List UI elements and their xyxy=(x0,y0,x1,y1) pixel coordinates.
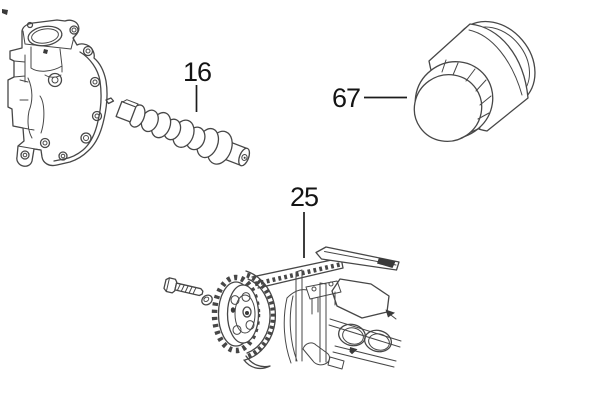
washer-inner xyxy=(203,296,210,303)
camshaft-drawing xyxy=(115,99,251,167)
camshaft-drive-end-top xyxy=(122,99,139,108)
filter-grip-facets xyxy=(441,29,523,139)
sprocket-center-dot xyxy=(245,311,249,315)
camshaft-end-hole-dot xyxy=(243,156,246,159)
cover-strip-hatch xyxy=(377,257,396,268)
belt-wrap-teeth xyxy=(245,272,276,360)
crankcase-drawing xyxy=(7,19,108,167)
sprocket-center-bore xyxy=(242,306,252,318)
callout-67-label: 67 xyxy=(332,83,360,113)
crankcase-detail-lines xyxy=(13,30,75,151)
cover-strip xyxy=(315,246,400,271)
camshaft-sprocket xyxy=(211,274,261,354)
sprocket-dark-hole xyxy=(230,307,236,313)
washer-outer xyxy=(201,294,213,306)
camshaft-bolt xyxy=(163,277,204,297)
gasket-face-octagon xyxy=(331,278,390,319)
oil-filter-drawing xyxy=(413,20,536,142)
belt-tail xyxy=(243,355,271,370)
callout-25: 25 xyxy=(290,182,319,258)
sprocket-hub xyxy=(234,294,256,334)
crankcase-port-mark xyxy=(43,49,48,54)
timing-belt xyxy=(243,257,344,370)
carb-flange-opening-inner xyxy=(31,28,59,44)
crankcase-bolt-holes xyxy=(20,21,103,161)
block-structure-lines xyxy=(283,269,402,370)
timing-belt-drive-drawing xyxy=(163,246,402,370)
camshaft-end-hole xyxy=(241,154,248,161)
crankcase-outline xyxy=(7,19,108,167)
page-corner-mark xyxy=(2,9,8,15)
engine-block-section xyxy=(283,246,402,370)
bolt-shank xyxy=(174,282,204,297)
washer xyxy=(201,294,213,306)
bearing-bore-left-inner xyxy=(342,327,364,345)
sprocket-lightening-holes xyxy=(230,292,255,335)
crankcase-bolt-holes-inner xyxy=(22,27,100,159)
woodruff-key xyxy=(105,97,115,105)
belt-run-teeth xyxy=(254,261,343,287)
bolt-head xyxy=(163,277,178,294)
bolt-thread-lines xyxy=(165,277,197,295)
callout-67: 67 xyxy=(332,83,407,113)
callout-16-label: 16 xyxy=(183,57,211,87)
bearing-bore-right-inner xyxy=(368,333,390,351)
callout-16: 16 xyxy=(183,57,212,112)
callout-25-label: 25 xyxy=(290,182,318,212)
bearing-bore-right xyxy=(364,329,392,353)
block-dark-marks xyxy=(349,309,395,355)
